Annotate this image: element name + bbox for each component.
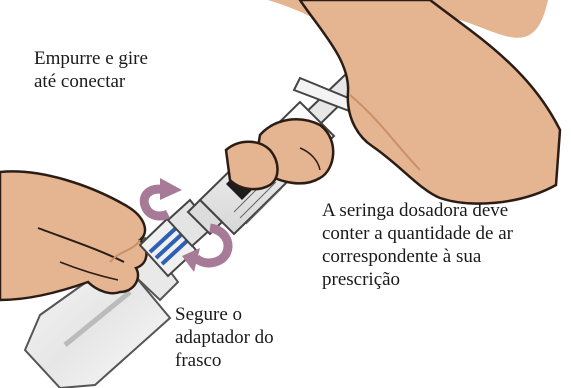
caption-line: correspondente à sua (322, 246, 482, 267)
caption-line: Empurre e gire (34, 48, 148, 69)
hold-adapter-caption: Segure o adaptador do frasco (175, 303, 274, 372)
right-hand (224, 0, 562, 205)
rotate-arrow-icon (139, 178, 182, 221)
caption-line: A seringa dosadora deve (322, 200, 509, 221)
push-twist-caption: Empurre e gire até conectar (34, 47, 148, 93)
caption-line: conter a quantidade de ar (322, 223, 513, 244)
rotate-arrow-icon (182, 223, 233, 272)
caption-line: Segure o (175, 304, 243, 325)
vial-adapter (138, 198, 214, 278)
caption-line: frasco (175, 350, 222, 371)
caption-line: prescrição (322, 269, 401, 290)
left-hand (0, 170, 148, 302)
caption-line: até conectar (34, 71, 126, 92)
caption-line: adaptador do (175, 327, 274, 348)
syringe-air-caption: A seringa dosadora deve conter a quantid… (322, 199, 513, 291)
